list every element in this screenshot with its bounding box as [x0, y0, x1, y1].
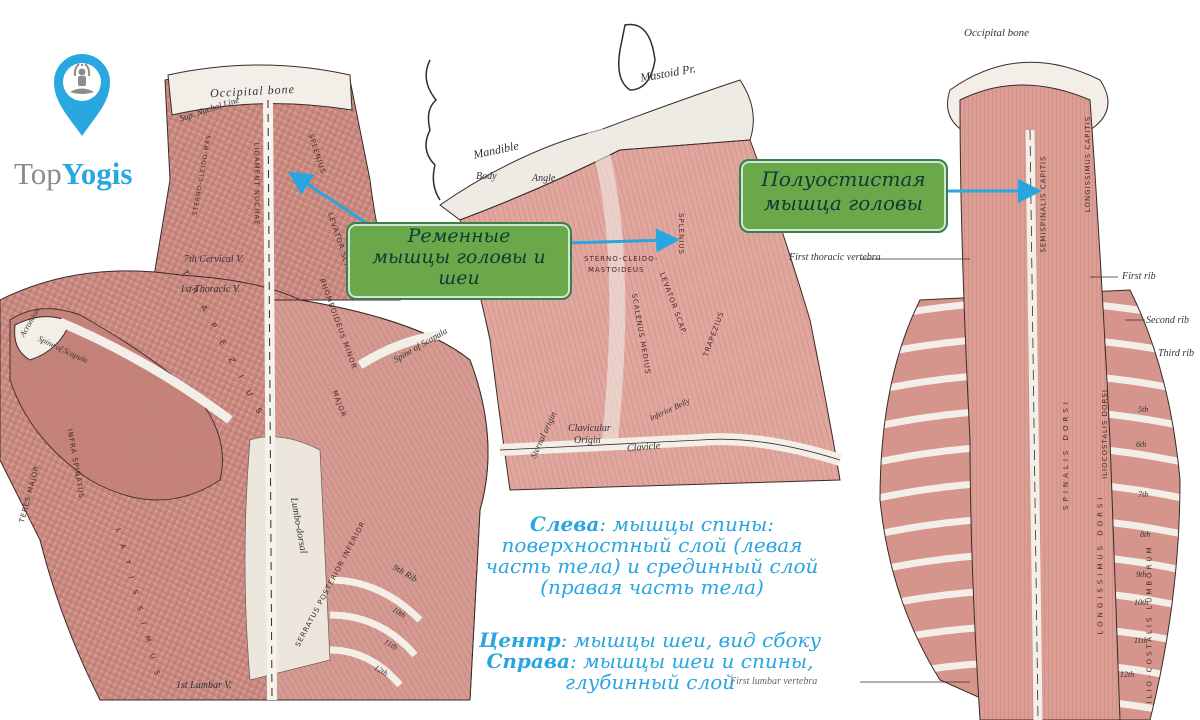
arrow-splenius-center	[565, 228, 680, 253]
callout-splenius-line-1: Ременные	[407, 225, 511, 247]
caption-right-line-1: Справа: мышцы шеи и спины,	[486, 649, 814, 673]
callout-splenius: Ременные мышцы головы и шеи	[346, 222, 572, 300]
caption-left: Слева: мышцы спины: поверхностный слой (…	[452, 514, 852, 598]
figure-back-muscles	[0, 60, 520, 720]
logo[interactable]: TopYogis	[14, 52, 174, 202]
caption-left-line-1: Слева: мышцы спины:	[529, 512, 775, 536]
label-rib-8: 8th	[1140, 530, 1151, 539]
deep-back-illustration	[860, 61, 1181, 720]
label-first-lumbar-vertebra: First lumbar vertebra	[730, 676, 818, 687]
label-rib-9: 9th	[1136, 570, 1147, 579]
label-first-rib: First rib	[1122, 271, 1156, 282]
label-rib-7: 7th	[1138, 490, 1149, 499]
callout-semispinalis: Полуостистая мышца головы	[739, 159, 948, 233]
caption-left-label: Слева	[529, 512, 600, 536]
label-occipital-bone-right: Occipital bone	[964, 27, 1030, 39]
label-1st-thoracic: 1st Thoracic V.	[180, 284, 241, 295]
caption-center-line: Центр: мышцы шеи, вид сбоку	[478, 628, 822, 652]
label-rib-5: 5th	[1138, 405, 1149, 414]
logo-word-yogis: Yogis	[61, 156, 133, 191]
logo-text: TopYogis	[14, 156, 132, 192]
callout-semispinalis-line-1: Полуостистая	[761, 167, 926, 191]
caption-center-right: Центр: мышцы шеи, вид сбоку Справа: мышц…	[440, 630, 860, 693]
label-first-thoracic-vertebra: First thoracic vertebra	[789, 252, 881, 263]
label-rib-6: 6th	[1136, 440, 1147, 449]
logo-word-top: Top	[14, 156, 62, 191]
label-clavicular-origin-2: Origin	[574, 435, 601, 446]
label-sterno-cleido: STERNO-CLEIDO-	[584, 255, 659, 263]
callout-splenius-line-3: шеи	[438, 267, 480, 289]
label-mastoideus: MASTOIDEUS	[588, 266, 645, 274]
figure-deep-back	[860, 40, 1200, 720]
caption-center-label: Центр	[478, 628, 561, 652]
label-1st-lumbar: 1st Lumbar V.	[176, 680, 232, 691]
caption-left-line-2: поверхностный слой (левая	[501, 533, 803, 557]
label-second-rib: Second rib	[1146, 315, 1190, 326]
label-third-rib: Third rib	[1158, 348, 1195, 359]
label-clavicular-origin-1: Clavicular	[568, 423, 611, 434]
yoga-pin-icon	[54, 54, 110, 136]
caption-right-label: Справа	[486, 649, 570, 673]
label-rib-11: 11th	[1134, 636, 1148, 645]
caption-left-line-3: часть тела) и срединный слой	[485, 554, 819, 578]
label-rib-12: 12th	[1120, 670, 1135, 679]
caption-left-line-4: (правая часть тела)	[540, 575, 764, 599]
label-7th-cervical: 7th Cervical V.	[184, 254, 244, 265]
arrow-splenius-left	[287, 171, 366, 224]
callout-splenius-line-2: мышцы головы и	[372, 246, 546, 268]
label-rib-10: 10th	[1134, 598, 1149, 607]
callout-semispinalis-line-2: мышца головы	[764, 191, 923, 215]
label-angle: Angle	[532, 173, 556, 184]
caption-right-line-2: глубинный слой	[564, 670, 736, 694]
label-body: Body	[476, 171, 497, 182]
back-muscles-illustration	[0, 64, 489, 701]
